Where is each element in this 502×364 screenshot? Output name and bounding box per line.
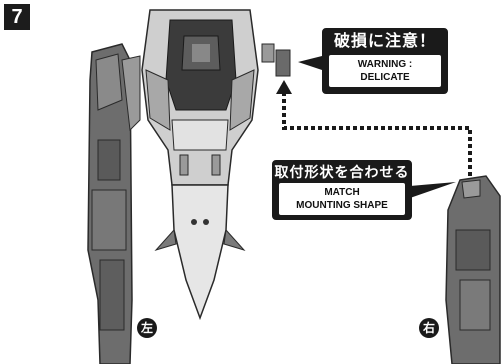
dotted-arrow <box>276 80 472 176</box>
warning-en-line1: WARNING : <box>357 59 413 70</box>
left-side-label: 左 <box>137 318 157 338</box>
warning-en-text: WARNING : DELICATE <box>329 55 441 87</box>
mounting-en-line2: MOUNTING SHAPE <box>296 200 388 211</box>
right-side-label: 右 <box>419 318 439 338</box>
warning-pointer <box>298 56 322 70</box>
mounting-pointer <box>410 182 456 198</box>
left-shield-part <box>87 43 141 364</box>
right-shield-part <box>445 175 501 364</box>
warning-en-line2: DELICATE <box>360 72 410 83</box>
warning-jp-text: 破損に注意！ <box>333 33 436 50</box>
warning-callout: 破損に注意！ WARNING : DELICATE <box>322 28 448 94</box>
mounting-jp-text: 取付形状を合わせる <box>274 164 410 180</box>
fighter-body <box>141 9 291 321</box>
step-number-badge: 7 <box>4 4 30 30</box>
mounting-en-text: MATCH MOUNTING SHAPE <box>279 183 405 215</box>
mounting-callout: 取付形状を合わせる MATCH MOUNTING SHAPE <box>272 160 412 220</box>
mounting-en-line1: MATCH <box>324 187 360 198</box>
